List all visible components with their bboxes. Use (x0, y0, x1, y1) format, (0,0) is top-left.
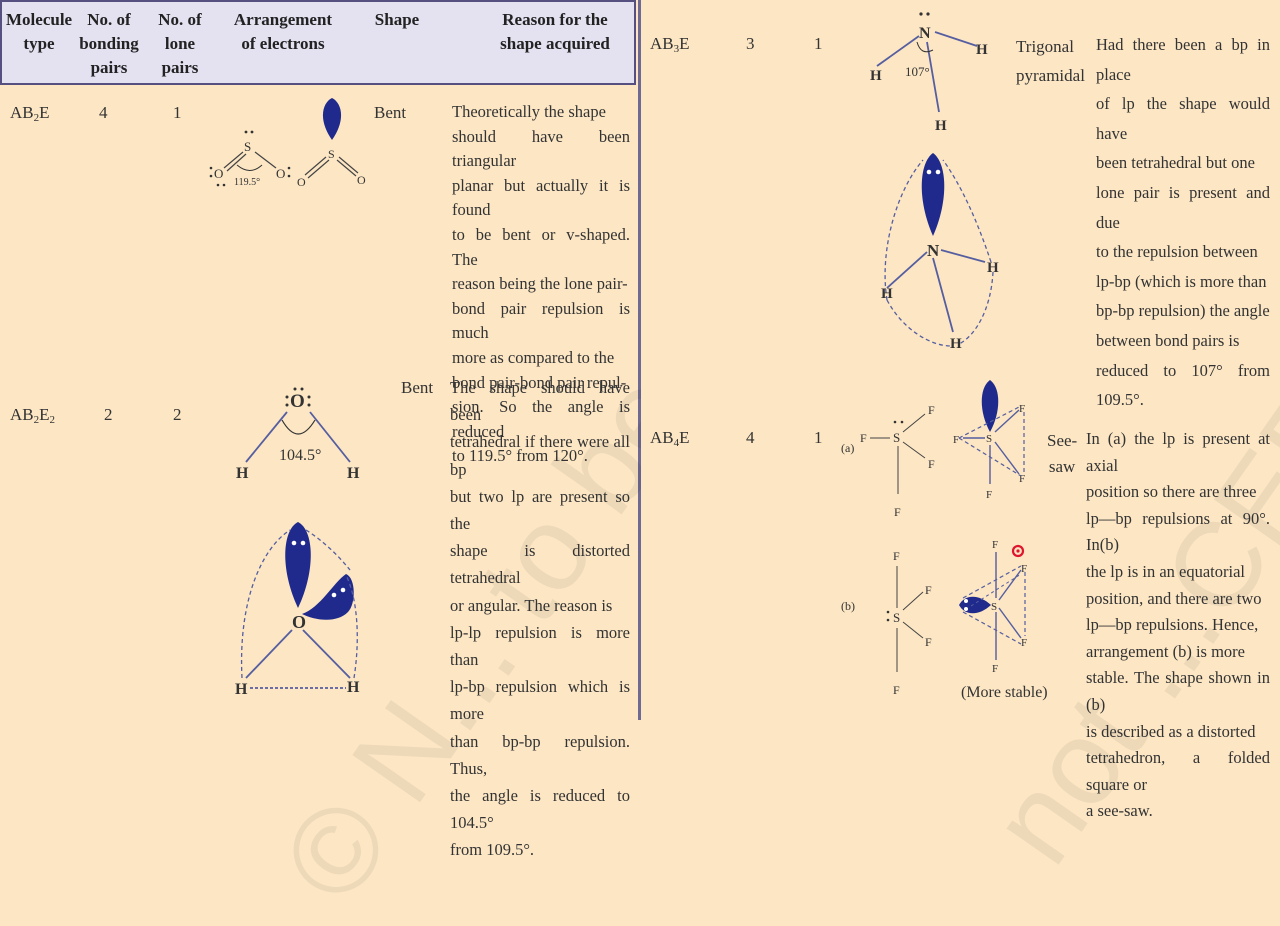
ab4e-diagram: (a) F S F F F S F F F F (b) F S F F (841, 380, 1048, 701)
bonding-pairs-ab3e: 3 (746, 34, 755, 53)
label-b: (b) (841, 599, 855, 613)
header-lone-pairs: No. of lone pairs (158, 10, 202, 77)
atom-h-water-3: H (235, 681, 248, 698)
more-stable-label: (More stable) (961, 684, 1048, 701)
atom-f-a-3: F (928, 457, 935, 471)
atom-f-a-lobe-3: F (1019, 473, 1025, 485)
atom-f-a-2: F (928, 403, 935, 417)
header-shape: Shape (374, 10, 420, 29)
atom-f-a-lobe-2: F (1019, 403, 1025, 415)
shape-ab2e2: Bent (401, 378, 434, 397)
atom-o-left-1: O (214, 166, 223, 181)
atom-f-b-1: F (893, 549, 900, 563)
angle-ab3e: 107° (905, 64, 930, 79)
atom-s-right: S (328, 147, 335, 161)
atom-f-a-4: F (894, 505, 901, 519)
lone-pairs-ab2e: 1 (173, 103, 182, 122)
lone-pairs-ab2e2: 2 (173, 405, 182, 424)
ab3e-diagram: N 107° H H H N H H H (870, 12, 999, 352)
left-table-page: © N... to be re... Molecule type No. of … (0, 0, 853, 925)
lone-pair-lobe-a (981, 380, 999, 432)
angle-ab2e2: 104.5° (279, 447, 321, 464)
shape-ab2e: Bent (374, 103, 407, 122)
molecule-type-ab2e: AB2E (10, 103, 50, 124)
atom-n-top: N (919, 25, 931, 42)
atom-o-water-bottom: O (292, 612, 306, 632)
shape-ab4e: See-saw (1047, 431, 1078, 476)
molecule-type-ab4e: AB4E (650, 428, 690, 449)
atom-h-nh3-1: H (870, 68, 882, 84)
atom-f-b-lobe-4: F (992, 663, 998, 675)
table-header: Molecule type No. of bonding pairs No. o… (0, 0, 636, 85)
atom-s-a-lobe: S (986, 433, 992, 445)
atom-o-right-1: O (297, 175, 306, 189)
header-reason: Reason for the shape acquired (500, 10, 610, 53)
atom-f-a-lobe-1: F (953, 434, 959, 446)
header-bonding-pairs: No. of bonding pairs (79, 10, 139, 77)
lone-pair-lobe-2 (302, 574, 354, 620)
atom-h-nh3-5: H (987, 260, 999, 276)
atom-s-b: S (893, 610, 900, 625)
cursor-indicator (1011, 544, 1025, 558)
lone-pair-lobe-b (959, 596, 991, 614)
angle-ab2e: 119.5° (234, 177, 260, 188)
atom-h-water-1: H (236, 465, 249, 482)
atom-s-left: S (244, 139, 251, 154)
atom-f-b-2: F (925, 583, 932, 597)
atom-n-bottom: N (927, 241, 940, 260)
atom-o-water-top: O (290, 391, 305, 412)
atom-h-nh3-3: H (935, 118, 947, 134)
atom-f-b-3: F (925, 635, 932, 649)
label-a: (a) (841, 441, 854, 455)
atom-f-b-lobe-1: F (992, 539, 998, 551)
atom-h-water-2: H (347, 465, 360, 482)
right-table-page: not ...CERT ...publis... AB3E 3 1 Trigon… (641, 0, 1280, 886)
atom-f-b-4: F (893, 683, 900, 697)
atom-f-b-lobe-3: F (1021, 637, 1027, 649)
lone-pairs-ab4e: 1 (814, 428, 823, 447)
atom-h-nh3-4: H (881, 286, 893, 302)
atom-h-nh3-2: H (976, 42, 988, 58)
bonding-pairs-ab2e2: 2 (104, 405, 113, 424)
lone-pairs-ab3e: 1 (814, 34, 823, 53)
atom-o-left-2: O (276, 166, 285, 181)
header-arrangement: Arrangement of electrons (233, 10, 333, 53)
atom-f-a-1: F (860, 431, 867, 445)
lone-pair-lobe-1 (285, 522, 311, 608)
atom-f-a-lobe-4: F (986, 489, 992, 501)
atom-s-b-lobe: S (991, 601, 997, 613)
molecule-type-ab3e: AB3E (650, 34, 690, 55)
atom-h-water-4: H (347, 679, 360, 696)
lone-pair-lobe (322, 98, 342, 140)
atom-f-b-lobe-2: F (1021, 563, 1027, 575)
header-molecule-type: Molecule type (6, 10, 73, 53)
ab2e-diagram: S O O 119.5° S O O (209, 98, 366, 189)
atom-s-a: S (893, 430, 900, 445)
bonding-pairs-ab2e: 4 (99, 103, 108, 122)
atom-o-right-2: O (357, 173, 366, 187)
molecule-type-ab2e2: AB2E2 (10, 405, 56, 426)
atom-h-nh3-6: H (950, 336, 962, 352)
ab2e2-diagram: O 104.5° H H O H H (235, 387, 360, 698)
bonding-pairs-ab4e: 4 (746, 428, 755, 447)
